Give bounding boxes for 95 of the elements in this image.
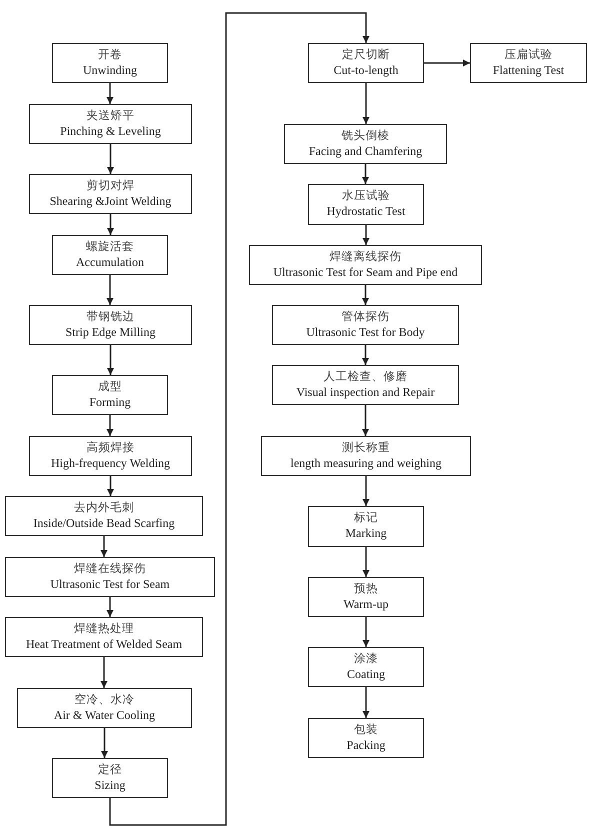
arrow: [106, 275, 114, 305]
step-label-english: Facing and Chamfering: [308, 144, 422, 158]
step-label-chinese: 定尺切断: [342, 48, 390, 63]
process-box: [5, 617, 203, 657]
step-label-english: Visual inspection and Repair: [296, 384, 435, 400]
process-box: [29, 436, 192, 476]
process-box: [29, 104, 192, 144]
step-label-chinese: 预热: [354, 582, 378, 597]
process-box: [308, 718, 424, 758]
arrow: [106, 597, 114, 617]
process-box: [308, 43, 424, 83]
step-label-english: Pinching & Leveling: [60, 124, 161, 138]
process-box: [308, 184, 424, 225]
arrow: [106, 83, 114, 104]
step-label-chinese: 焊缝离线探伤: [330, 250, 402, 265]
arrow: [362, 617, 370, 647]
process-box: [52, 758, 168, 798]
arrow: [362, 164, 369, 184]
process-box: [308, 577, 424, 617]
arrow: [101, 728, 108, 758]
process-box: [470, 43, 587, 83]
step-label-english: Forming: [89, 394, 131, 410]
step-label-chinese: 定径: [98, 764, 122, 778]
arrow: [107, 476, 114, 496]
step-label-english: Heat Treatment of Welded Seam: [26, 636, 182, 652]
step-label-english: Warm-up: [343, 596, 389, 612]
step-label-chinese: 带钢铣边: [86, 310, 134, 325]
step-label-english: Shearing &Joint Welding: [50, 194, 172, 208]
arrow: [100, 536, 108, 557]
step-label-chinese: 人工检查、修磨: [324, 370, 408, 385]
step-label-chinese: 焊缝热处理: [74, 622, 134, 637]
arrow: [362, 285, 369, 305]
step-label-chinese: 焊缝在线探伤: [74, 562, 146, 577]
step-label-english: Flattening Test: [492, 62, 564, 78]
step-label-english: length measuring and weighing: [290, 456, 442, 470]
step-label-english: Marking: [345, 526, 387, 541]
arrow: [424, 60, 470, 66]
process-box: [17, 688, 192, 728]
process-box: [261, 436, 471, 476]
process-box: [272, 305, 459, 345]
step-label-english: Cut-to-length: [334, 62, 398, 78]
process-box: [5, 496, 203, 536]
arrow: [107, 214, 114, 235]
process-box: [308, 647, 424, 687]
step-label-english: Unwinding: [83, 62, 137, 78]
arrow: [362, 476, 370, 506]
arrow: [362, 405, 369, 436]
arrow: [107, 144, 114, 174]
process-box: [272, 365, 459, 405]
step-label-english: Ultrasonic Test for Body: [306, 324, 425, 340]
process-box: [5, 557, 215, 597]
step-label-english: Hydrostatic Test: [326, 204, 406, 219]
step-label-chinese: 成型: [98, 380, 122, 395]
arrow: [362, 547, 370, 577]
step-label-chinese: 开卷: [98, 48, 122, 63]
step-label-english: Packing: [346, 738, 386, 752]
step-label-english: Accumulation: [76, 254, 144, 270]
step-label-english: Ultrasonic Test for Seam: [50, 576, 170, 592]
process-box: [284, 124, 447, 164]
arrow: [107, 345, 114, 375]
step-label-chinese: 管体探伤: [342, 310, 390, 325]
arrow: [100, 657, 108, 688]
step-label-english: Inside/Outside Bead Scarfing: [33, 516, 175, 530]
process-box: [52, 375, 168, 415]
step-label-chinese: 高频焊接: [86, 442, 134, 456]
step-label-chinese: 空冷、水冷: [74, 694, 134, 708]
step-label-chinese: 水压试验: [342, 190, 390, 204]
arrow: [106, 415, 114, 436]
step-label-english: High-frequency Welding: [50, 456, 170, 470]
arrow: [362, 687, 370, 718]
step-label-chinese: 测长称重: [342, 442, 390, 456]
process-box: [249, 245, 482, 285]
step-label-chinese: 剪切对焊: [86, 180, 134, 194]
step-label-english: Coating: [347, 666, 385, 682]
arrow: [362, 345, 369, 365]
arrow: [362, 225, 370, 245]
process-box: [308, 506, 424, 547]
arrow: [109, 12, 370, 826]
step-label-chinese: 涂漆: [354, 652, 378, 667]
step-label-chinese: 包装: [354, 724, 378, 738]
step-label-chinese: 铣头倒棱: [342, 130, 390, 144]
step-label-english: Ultrasonic Test for Seam and Pipe end: [273, 264, 458, 280]
arrow: [362, 83, 370, 124]
step-label-english: Sizing: [94, 778, 126, 792]
step-label-chinese: 去内外毛刺: [74, 502, 134, 516]
step-label-chinese: 标记: [354, 512, 378, 526]
step-label-english: Strip Edge Milling: [66, 324, 156, 340]
process-box: [52, 235, 168, 275]
step-label-english: Air & Water Cooling: [54, 708, 156, 722]
step-label-chinese: 夹送矫平: [86, 110, 134, 124]
process-box: [29, 305, 192, 345]
step-label-chinese: 压扁试验: [504, 48, 552, 63]
process-box: [52, 43, 168, 83]
process-box: [29, 174, 192, 214]
step-label-chinese: 螺旋活套: [86, 240, 134, 255]
